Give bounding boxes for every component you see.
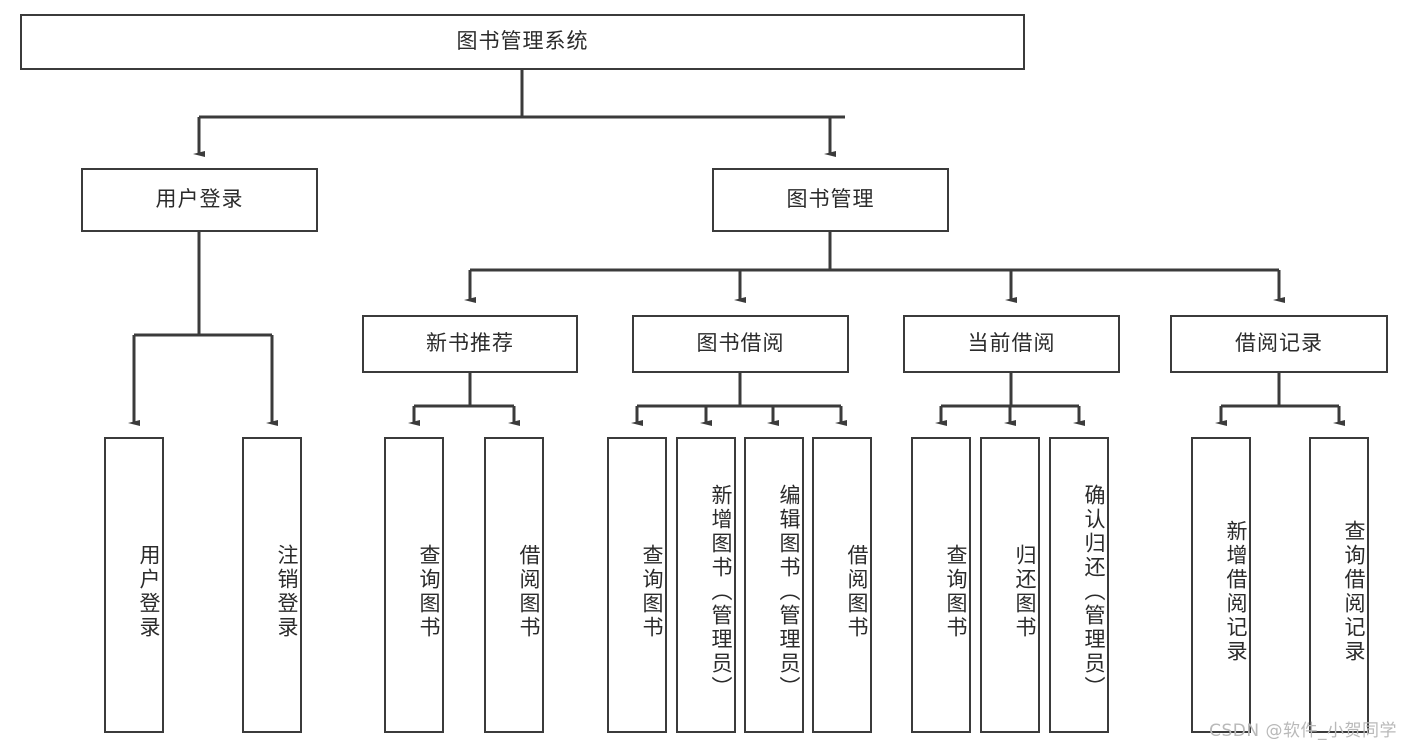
leaf-query-borrow-record[interactable]: 查询借阅记录	[1309, 437, 1369, 733]
leaf-return-book[interactable]: 归还图书	[980, 437, 1040, 733]
leaf-add-book[interactable]: 新增图书（管理员）	[676, 437, 736, 733]
node-book-management[interactable]: 图书管理	[712, 168, 949, 232]
node-new-book-recommend-label: 新书推荐	[426, 331, 514, 356]
leaf-user-login[interactable]: 用户登录	[104, 437, 164, 733]
node-borrow-record-label: 借阅记录	[1235, 331, 1323, 356]
node-new-book-recommend[interactable]: 新书推荐	[362, 315, 578, 373]
leaf-logout-login[interactable]: 注销登录	[242, 437, 302, 733]
leaf-confirm-return-label: 确认归还（管理员）	[1082, 484, 1106, 700]
node-current-borrow[interactable]: 当前借阅	[903, 315, 1120, 373]
leaf-query-book-2-label: 查询图书	[640, 544, 664, 640]
leaf-confirm-return[interactable]: 确认归还（管理员）	[1049, 437, 1109, 733]
leaf-add-borrow-record-label: 新增借阅记录	[1224, 520, 1248, 664]
leaf-borrow-book-2-label: 借阅图书	[845, 544, 869, 640]
leaf-return-book-label: 归还图书	[1013, 544, 1037, 640]
leaf-query-book-1[interactable]: 查询图书	[384, 437, 444, 733]
leaf-borrow-book-1[interactable]: 借阅图书	[484, 437, 544, 733]
leaf-logout-login-label: 注销登录	[275, 544, 299, 640]
leaf-borrow-book-2[interactable]: 借阅图书	[812, 437, 872, 733]
node-current-borrow-label: 当前借阅	[967, 331, 1056, 356]
node-borrow-record[interactable]: 借阅记录	[1170, 315, 1388, 373]
leaf-add-borrow-record[interactable]: 新增借阅记录	[1191, 437, 1251, 733]
node-user-login-label: 用户登录	[155, 187, 244, 212]
leaf-query-borrow-record-label: 查询借阅记录	[1342, 520, 1366, 664]
node-book-borrow-label: 图书借阅	[696, 331, 785, 356]
leaf-edit-book[interactable]: 编辑图书（管理员）	[744, 437, 804, 733]
leaf-query-book-2[interactable]: 查询图书	[607, 437, 667, 733]
node-user-login[interactable]: 用户登录	[81, 168, 318, 232]
node-book-borrow[interactable]: 图书借阅	[632, 315, 849, 373]
leaf-query-book-3-label: 查询图书	[944, 544, 968, 640]
leaf-user-login-label: 用户登录	[137, 544, 161, 640]
leaf-query-book-1-label: 查询图书	[417, 544, 441, 640]
leaf-edit-book-label: 编辑图书（管理员）	[777, 484, 801, 700]
leaf-query-book-3[interactable]: 查询图书	[911, 437, 971, 733]
node-root[interactable]: 图书管理系统	[20, 14, 1025, 70]
node-book-management-label: 图书管理	[786, 187, 875, 212]
leaf-borrow-book-1-label: 借阅图书	[517, 544, 541, 640]
node-root-label: 图书管理系统	[456, 29, 589, 54]
leaf-add-book-label: 新增图书（管理员）	[709, 484, 733, 700]
watermark: CSDN @软件_小贺同学	[1209, 721, 1397, 741]
